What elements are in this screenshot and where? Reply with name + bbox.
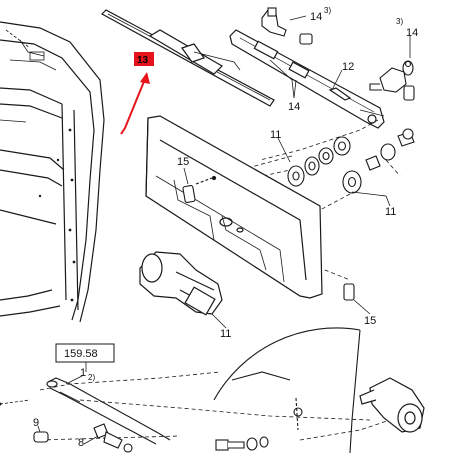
- bearing-set-lower[interactable]: [342, 128, 415, 194]
- frame-bolts: [38, 128, 76, 302]
- callout-1-note: 2): [88, 373, 95, 382]
- callout-15-left: 15: [177, 156, 189, 168]
- callouts: 14 3) 3) 14 12 14 11 11 15 15 11 1 2) 9 …: [33, 6, 418, 449]
- spindle-part-right[interactable]: [369, 60, 415, 101]
- wiper-blade[interactable]: [101, 9, 275, 107]
- motor-lower-right[interactable]: [359, 377, 425, 433]
- reference-box[interactable]: 159.58: [55, 343, 115, 372]
- callout-11-motor: 11: [220, 328, 231, 340]
- door-panel: [145, 115, 323, 299]
- callout-11-right: 11: [385, 206, 396, 218]
- callout-14-right: 14: [406, 27, 418, 39]
- linkage-rod[interactable]: [0, 377, 171, 445]
- highlight-arrow: [120, 78, 146, 135]
- callout-14-right-note: 3): [396, 17, 403, 26]
- highlight-label: 13: [137, 55, 149, 66]
- wiper-motor[interactable]: [139, 251, 223, 316]
- insert-part-right[interactable]: [343, 283, 355, 301]
- callout-8: 8: [78, 437, 84, 449]
- highlight-arrow-head: [140, 72, 150, 84]
- callout-leaders: [37, 15, 411, 445]
- callout-14-top-note: 3): [324, 6, 331, 15]
- highlight-marker-13[interactable]: 13: [120, 52, 154, 135]
- highlight-box: [134, 52, 154, 66]
- bushing-part[interactable]: [33, 423, 133, 453]
- clip-part-top[interactable]: [261, 7, 313, 45]
- detail-inset: [213, 327, 361, 453]
- callout-14-mid: 14: [288, 101, 300, 113]
- cab-frame: [0, 21, 105, 323]
- insert-part-left[interactable]: [182, 175, 217, 203]
- callout-15-right: 15: [364, 315, 376, 327]
- bearing-set-upper[interactable]: [287, 136, 351, 187]
- bolt-washer-set[interactable]: [215, 436, 269, 451]
- reference-label: 159.58: [64, 348, 98, 360]
- callout-9: 9: [33, 417, 39, 429]
- callout-12: 12: [342, 61, 354, 73]
- callout-11-upper: 11: [270, 129, 281, 141]
- callout-14-top: 14: [310, 11, 322, 23]
- wiper-arm[interactable]: [229, 29, 385, 129]
- callout-1: 1: [80, 367, 86, 379]
